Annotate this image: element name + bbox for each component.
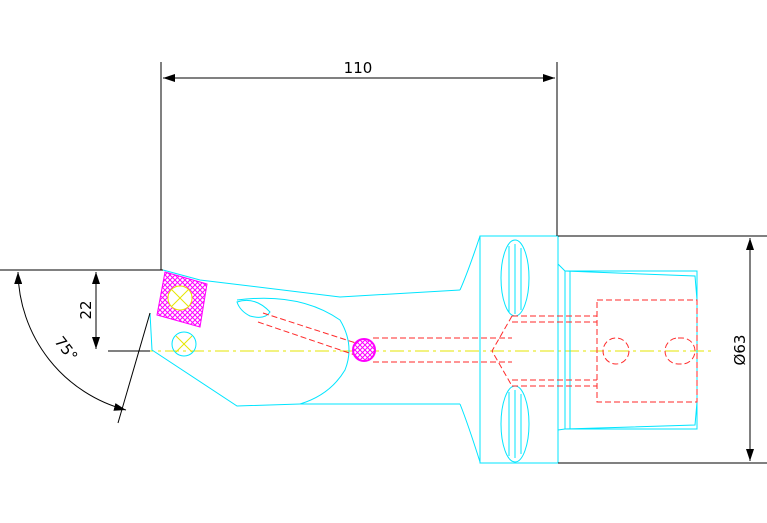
coolant-outlet-icon	[352, 338, 376, 362]
dimension-offset-label: 22	[77, 300, 95, 319]
dimension-length-label: 110	[344, 59, 373, 77]
screw-icon	[171, 331, 197, 357]
dimension-diameter-label: Ø63	[731, 335, 749, 366]
hidden-lines	[257, 299, 698, 403]
tool-body-outline	[149, 235, 698, 464]
dimensions	[0, 62, 767, 464]
dimension-angle-label: 75°	[51, 333, 82, 365]
cutting-insert	[156, 271, 208, 328]
